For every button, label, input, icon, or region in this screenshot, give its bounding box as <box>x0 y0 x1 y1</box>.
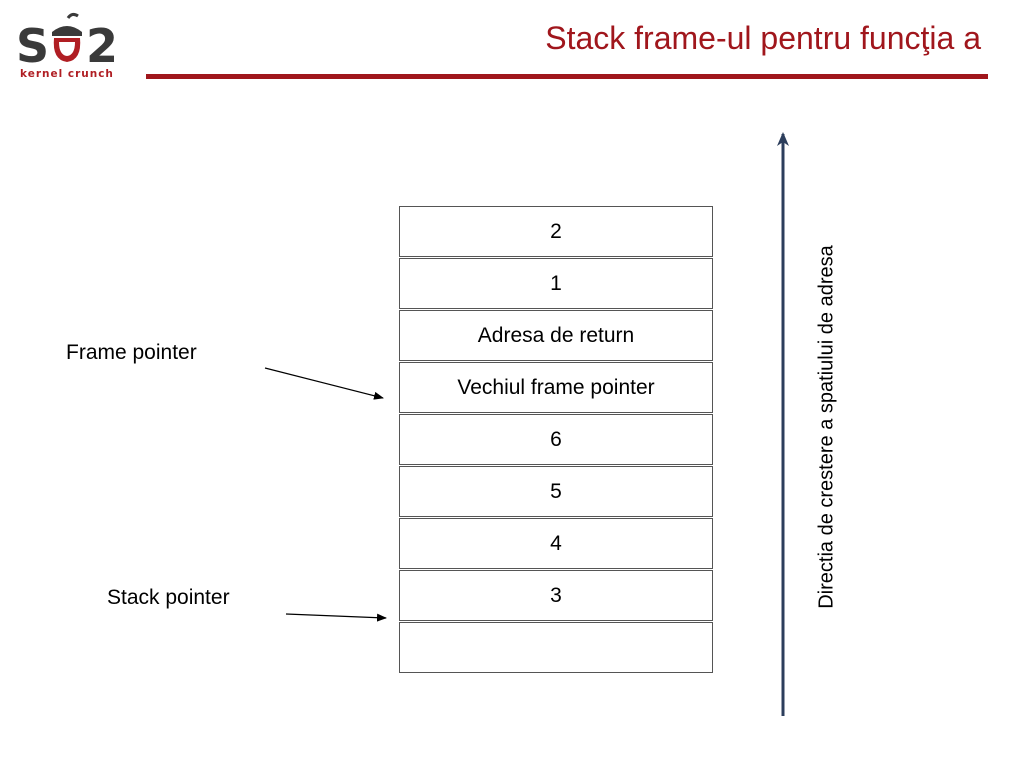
stack-cell-return-address: Adresa de return <box>399 310 713 361</box>
stack-cell-old-frame-pointer: Vechiul frame pointer <box>399 362 713 413</box>
so2-logo-icon: S 2 <box>16 12 118 72</box>
stack-cell: 6 <box>399 414 713 465</box>
slide-title: Stack frame-ul pentru funcţia a <box>545 20 981 56</box>
stack-cell: 3 <box>399 570 713 621</box>
stack-cell: 2 <box>399 206 713 257</box>
address-growth-label: Directia de crestere a spatiului de adre… <box>815 245 838 609</box>
stack-pointer-arrow <box>285 613 387 622</box>
logo: S 2 kernel crunch <box>16 12 134 84</box>
title-divider <box>146 74 988 79</box>
svg-text:S: S <box>16 19 49 72</box>
stack-cell-empty <box>399 622 713 673</box>
svg-text:2: 2 <box>86 19 118 72</box>
stack-cell: 1 <box>399 258 713 309</box>
frame-pointer-label: Frame pointer <box>66 341 197 364</box>
logo-subtitle: kernel crunch <box>20 68 114 80</box>
stack-cell: 5 <box>399 466 713 517</box>
frame-pointer-arrow <box>264 367 384 400</box>
stack-cell: 4 <box>399 518 713 569</box>
stack-frame-diagram: 2 1 Adresa de return Vechiul frame point… <box>399 206 713 674</box>
stack-pointer-label: Stack pointer <box>107 586 230 609</box>
